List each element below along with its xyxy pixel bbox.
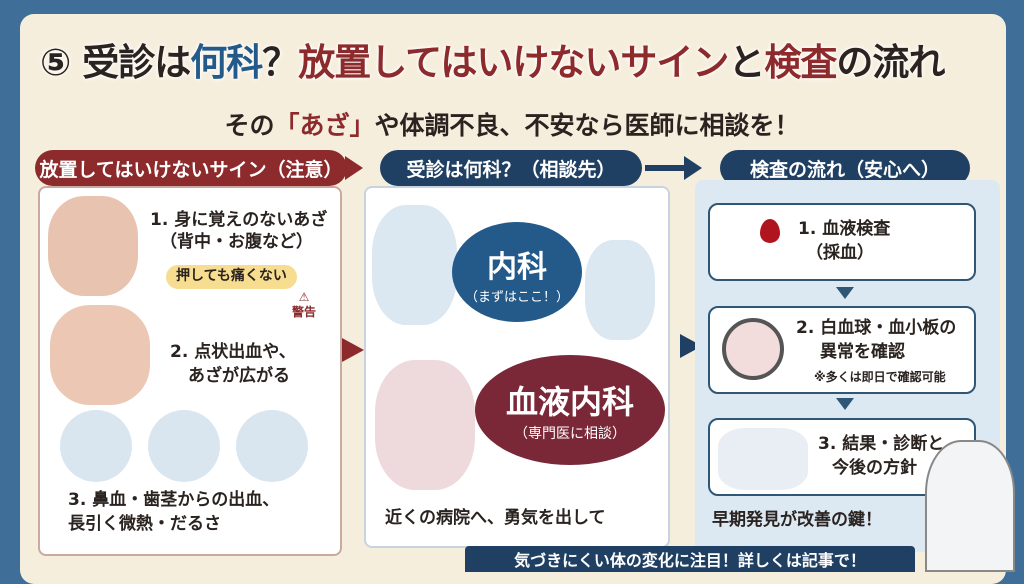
internal-medicine-bubble: 内科（まずはここ！）	[452, 222, 582, 322]
female-doctor-illustration	[372, 205, 457, 325]
arrow-right-icon	[345, 156, 363, 180]
toothbrush-icon	[60, 410, 132, 482]
blood-drop-icon	[760, 219, 780, 243]
male-doctor-illustration	[585, 240, 655, 340]
sign-3: 3. 鼻血・歯茎からの出血、	[68, 490, 280, 510]
step-2-note: ※多くは即日で確認可能	[814, 370, 946, 384]
arrow-down-icon	[836, 287, 854, 308]
encouragement-text: 近くの病院へ、勇気を出して	[385, 508, 606, 528]
connector	[645, 165, 685, 171]
step-3-title: 3. 結果・診断と	[818, 434, 945, 454]
arrow-right-icon	[342, 338, 364, 362]
early-detection-text: 早期発見が改善の鍵！	[712, 510, 882, 530]
sign-1: 1. 身に覚えのないあざ	[150, 210, 328, 230]
hematology-bubble: 血液内科（専門医に相談）	[475, 355, 665, 465]
warning-label: 警告	[292, 305, 317, 319]
bottom-banner: 気づきにくい体の変化に注目！詳しくは記事で！	[465, 546, 915, 572]
step-2-title: 2. 白血球・血小板の	[796, 318, 957, 338]
sign-2: 2. 点状出血や、	[170, 342, 296, 362]
step-1-detail: （採血）	[806, 243, 874, 263]
step-blood-test: 1. 血液検査 （採血）	[708, 203, 976, 281]
step-3-detail: 今後の方針	[832, 458, 917, 478]
warning-icon: ⚠警告	[292, 290, 317, 319]
sign-3-detail: 長引く微熱・だるさ	[68, 514, 221, 534]
subtitle: その「あざ」や体調不良、不安なら医師に相談を！	[224, 111, 800, 140]
consultation-illustration	[718, 428, 808, 490]
pointing-doctor-illustration	[925, 440, 1015, 572]
thermometer-icon	[236, 410, 308, 482]
header-department: 受診は何科？（相談先）	[380, 150, 642, 186]
step-1-title: 1. 血液検査	[798, 219, 891, 239]
rash-illustration	[50, 305, 150, 405]
header-warning-signs: 放置してはいけないサイン（注意）	[35, 150, 347, 186]
arrow-down-icon	[836, 398, 854, 419]
step-blood-cells: 2. 白血球・血小板の 異常を確認 ※多くは即日で確認可能	[708, 306, 976, 394]
sign-1-detail: （背中・お腹など）	[160, 232, 313, 252]
magnifier-icon	[722, 318, 784, 380]
sign-2-detail: あざが広がる	[188, 366, 290, 386]
hematologist-illustration	[375, 360, 475, 490]
step-2-detail: 異常を確認	[820, 342, 905, 362]
page-title: ⑤ 受診は何科？放置してはいけないサインと検査の流れ	[40, 41, 945, 84]
back-bruise-illustration	[48, 196, 138, 296]
nosebleed-icon	[148, 410, 220, 482]
arrow-right-icon	[684, 156, 702, 180]
painless-badge: 押しても痛くない	[166, 265, 297, 289]
